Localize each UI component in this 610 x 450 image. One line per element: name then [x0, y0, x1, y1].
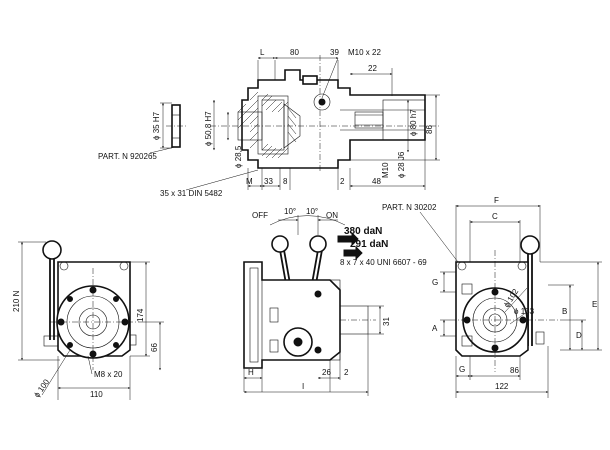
- dim-M: M: [246, 177, 253, 186]
- dim-66: 66: [150, 343, 159, 352]
- dim-m8x20: M8 x 20: [94, 370, 123, 379]
- force-291: 291 daN: [350, 239, 388, 250]
- dim-80: 80: [290, 48, 299, 57]
- dim-H: H: [248, 368, 254, 377]
- label-on: ON: [326, 211, 338, 220]
- dim-26: 26: [322, 368, 331, 377]
- dim-G: G: [432, 278, 438, 287]
- left-front-view: 210 N 174 66 110 M8 x 20 ϕ 100: [12, 240, 164, 400]
- dim-2b: 2: [344, 368, 349, 377]
- top-dimensions: L 80 39 M10 x 22 22 ϕ 50,8 H7 ϕ 28,5 ϕ 8…: [160, 48, 440, 198]
- section-hatching: [249, 91, 289, 159]
- dim-33: 33: [264, 177, 273, 186]
- middle-side-view: OFF 10° 10° ON 380 daN 291 daN 8 x 7 x 4…: [243, 207, 427, 396]
- dim-phi100: ϕ 100: [32, 377, 51, 399]
- dim-E: E: [592, 300, 597, 309]
- top-section-view: ϕ 35 H7 PART. N 920265: [98, 48, 440, 198]
- dim-22: 22: [368, 64, 377, 73]
- dim-210n: 210 N: [12, 290, 21, 312]
- dim-174: 174: [136, 308, 145, 322]
- force-indicators: 380 daN 291 daN: [337, 226, 388, 261]
- part-number-30202: PART. N 30202: [382, 203, 437, 212]
- right-front-view: PART. N 30202 F C G: [382, 196, 602, 398]
- gearbox-section: [210, 55, 440, 172]
- angle-10-left: 10°: [284, 207, 296, 216]
- dim-F: F: [494, 196, 499, 205]
- dim-phi35h7: ϕ 35 H7: [152, 111, 161, 140]
- dim-2: 2: [340, 177, 345, 186]
- dim-m10: M10: [381, 162, 390, 178]
- dim-A: A: [432, 324, 438, 333]
- dim-39: 39: [330, 48, 339, 57]
- label-off: OFF: [252, 211, 268, 220]
- dim-31: 31: [382, 317, 391, 326]
- dim-G2: G: [459, 365, 465, 374]
- dim-48: 48: [372, 177, 381, 186]
- dim-8: 8: [283, 177, 288, 186]
- dim-110: 110: [90, 390, 103, 399]
- force-380: 380 daN: [344, 226, 382, 237]
- dim-D: D: [576, 331, 582, 340]
- dim-86: 86: [425, 125, 434, 134]
- part-number-920265: PART. N 920265: [98, 152, 157, 161]
- dim-phi28j6: ϕ 28 J6: [397, 151, 406, 178]
- dim-L: L: [260, 48, 265, 57]
- spline-spec: 8 x 7 x 40 UNI 6607 - 69: [340, 258, 427, 267]
- dim-I: I: [302, 382, 304, 391]
- dim-phi80h7: ϕ 80 h7: [409, 109, 418, 136]
- dim-phi508h7: ϕ 50,8 H7: [204, 111, 213, 146]
- dim-m10x22: M10 x 22: [348, 48, 381, 57]
- angle-10-right: 10°: [306, 207, 318, 216]
- dim-phi285: ϕ 28,5: [234, 145, 243, 168]
- dim-122: 122: [495, 382, 509, 391]
- dim-B: B: [562, 307, 567, 316]
- spline-label: 35 x 31 DIN 5482: [160, 189, 223, 198]
- dim-phi133: ϕ 133: [514, 307, 535, 316]
- flange-part-920265: ϕ 35 H7 PART. N 920265: [98, 102, 186, 161]
- dim-86b: 86: [510, 366, 519, 375]
- dim-C: C: [492, 212, 498, 221]
